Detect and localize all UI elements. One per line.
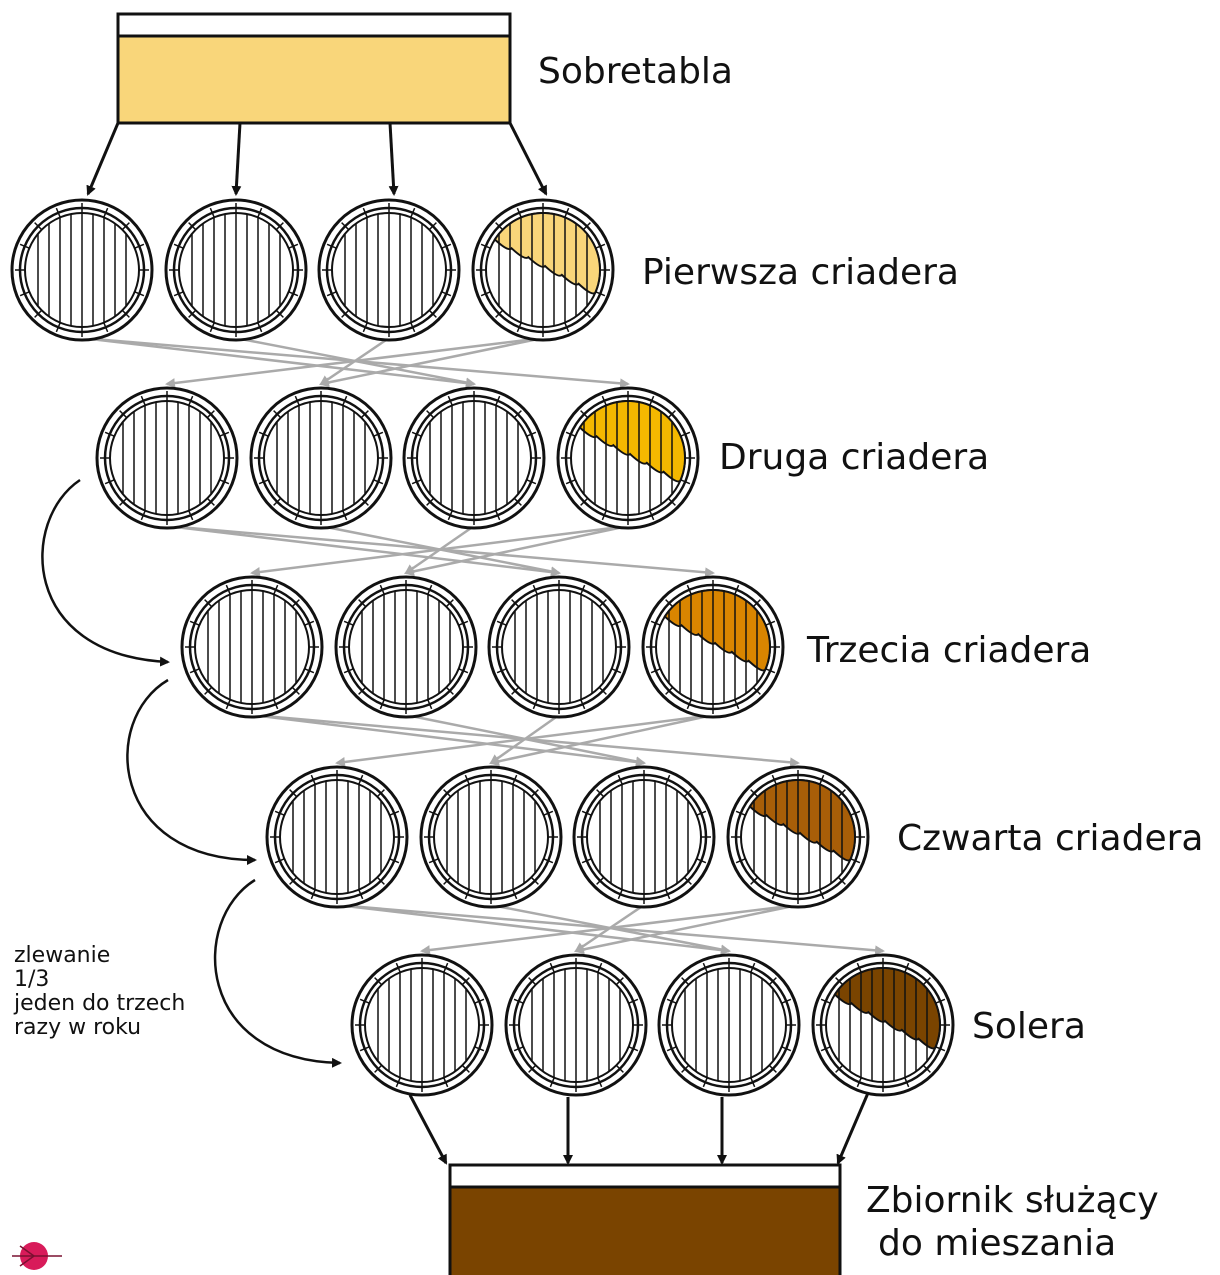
side-note-line-4: razy w roku	[14, 1015, 141, 1040]
barrel	[558, 388, 698, 528]
row-label-druga: Druga criadera	[719, 437, 989, 478]
barrel	[12, 200, 152, 340]
pink-circle-logo-icon	[12, 1242, 62, 1270]
barrel	[489, 577, 629, 717]
barrel	[473, 200, 613, 340]
row-label-solera: Solera	[972, 1006, 1086, 1047]
barrel	[319, 200, 459, 340]
barrel	[421, 767, 561, 907]
barrel	[404, 388, 544, 528]
row-label-trzecia: Trzecia criadera	[806, 630, 1091, 671]
barrel	[728, 767, 868, 907]
barrel	[251, 388, 391, 528]
barrel	[659, 955, 799, 1095]
mixing-tank-wine	[450, 1187, 840, 1275]
side-note-line-3: jeden do trzech	[13, 991, 185, 1016]
barrel	[267, 767, 407, 907]
sobretabla-label: Sobretabla	[538, 51, 733, 92]
side-note-line-2: 1/3	[14, 967, 49, 992]
sobretabla-wine	[118, 36, 510, 123]
mixing-tank	[450, 1165, 840, 1275]
barrel	[336, 577, 476, 717]
row-label-pierwsza: Pierwsza criadera	[642, 252, 959, 293]
fill-arrows-top	[88, 123, 546, 194]
sobretabla-tank	[118, 14, 510, 123]
fill-arrows-bottom	[410, 1093, 868, 1163]
barrel	[506, 955, 646, 1095]
barrel	[352, 955, 492, 1095]
barrel	[182, 577, 322, 717]
row-label-czwarta: Czwarta criadera	[897, 818, 1203, 859]
mixing-tank-label-2: do mieszania	[878, 1223, 1116, 1264]
barrel	[166, 200, 306, 340]
side-note-line-1: zlewanie	[14, 943, 110, 968]
barrel	[574, 767, 714, 907]
barrel	[643, 577, 783, 717]
barrel	[97, 388, 237, 528]
mixing-tank-label-1: Zbiornik służący	[866, 1180, 1159, 1221]
barrel	[813, 955, 953, 1095]
